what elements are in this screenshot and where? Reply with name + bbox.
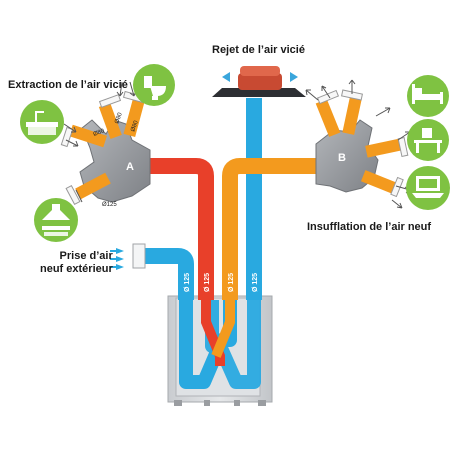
diameter-label: Ø80 <box>114 111 124 124</box>
duct-diameter-label: Ø 125 <box>204 273 211 292</box>
duct-diameter-label: Ø 125 <box>228 273 235 292</box>
range-hood-icon <box>34 198 78 242</box>
distribution-box-b <box>315 89 409 198</box>
rejet-label: Rejet de l’air vicié <box>212 44 305 56</box>
laptop-icon <box>406 166 450 210</box>
office-desk-icon <box>407 119 449 161</box>
duct-diameter-label: Ø 125 <box>252 273 259 292</box>
distribution-box-a <box>60 90 151 206</box>
diameter-label: Ø125 <box>102 202 117 208</box>
diameter-label: Ø80 <box>130 119 140 132</box>
fresh-air-intake-duct <box>140 248 194 300</box>
box-b-label: B <box>338 152 346 164</box>
roof-outlet <box>212 66 306 97</box>
prise-air-line1: Prise d’air <box>59 250 113 262</box>
duct-diameter-label: Ø 125 <box>184 273 191 292</box>
fresh-supply-duct <box>222 158 316 300</box>
box-a-label: A <box>126 161 134 173</box>
insufflation-label: Insufflation de l’air neuf <box>307 221 432 233</box>
toilet-icon <box>133 64 175 106</box>
prise-air-label: Prise d’air neuf extérieur <box>40 250 113 276</box>
stale-air-duct <box>150 158 214 300</box>
prise-air-line2: neuf extérieur <box>40 263 113 275</box>
diameter-label: Ø80 <box>93 128 106 138</box>
intake-arrows <box>110 248 124 270</box>
kitchen-sink-icon <box>20 100 64 144</box>
bedroom-bed-icon <box>407 75 449 117</box>
heat-exchanger-flows <box>179 300 261 389</box>
extraction-label: Extraction de l’air vicié <box>8 79 128 91</box>
